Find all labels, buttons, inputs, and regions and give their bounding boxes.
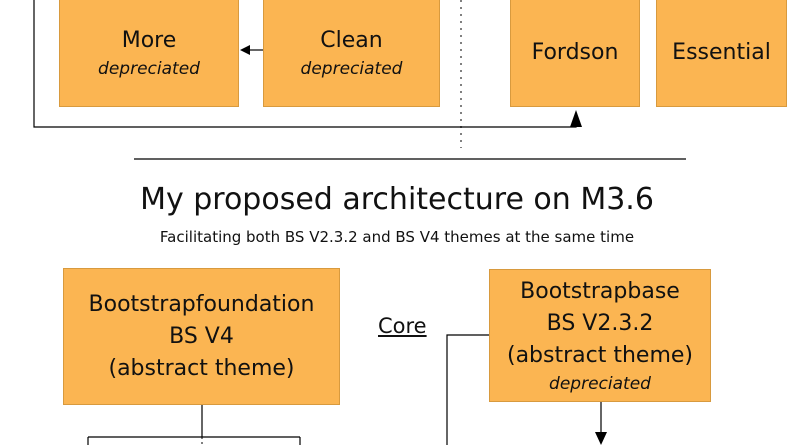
more-title: More [121, 27, 177, 53]
bootstrapbase-note: depreciated [549, 373, 651, 394]
more-note: depreciated [98, 58, 200, 79]
bootstrapfoundation-box: Bootstrapfoundation BS V4 (abstract them… [63, 268, 340, 405]
arrowhead-down [595, 432, 607, 445]
bootstrapbase-version: BS V2.3.2 [546, 310, 654, 336]
bootstrapbase-box: Bootstrapbase BS V2.3.2 (abstract theme)… [489, 269, 711, 402]
arrowhead-up-fordson [570, 110, 582, 127]
core-connector [446, 334, 489, 445]
bootstrapfoundation-name: Bootstrapfoundation [88, 291, 315, 317]
diagram-title: My proposed architecture on M3.6 [140, 182, 654, 217]
clean-note: depreciated [300, 58, 403, 79]
core-label: Core [378, 314, 427, 338]
bootstrapfoundation-version: BS V4 [169, 323, 234, 349]
bootstrapbase-name: Bootstrapbase [520, 278, 680, 304]
fordson-theme-box: Fordson [510, 0, 640, 107]
arrowhead-left-more [240, 45, 250, 55]
more-theme-box: More depreciated [59, 0, 239, 107]
essential-theme-box: Essential [656, 0, 787, 107]
clean-title: Clean [320, 27, 383, 53]
bootstrapbase-type: (abstract theme) [506, 342, 693, 368]
clean-theme-box: Clean depreciated [263, 0, 440, 107]
essential-title: Essential [672, 39, 771, 65]
bootstrapfoundation-type: (abstract theme) [108, 355, 295, 381]
diagram-subtitle: Facilitating both BS V2.3.2 and BS V4 th… [159, 228, 635, 246]
fordson-title: Fordson [531, 39, 619, 65]
